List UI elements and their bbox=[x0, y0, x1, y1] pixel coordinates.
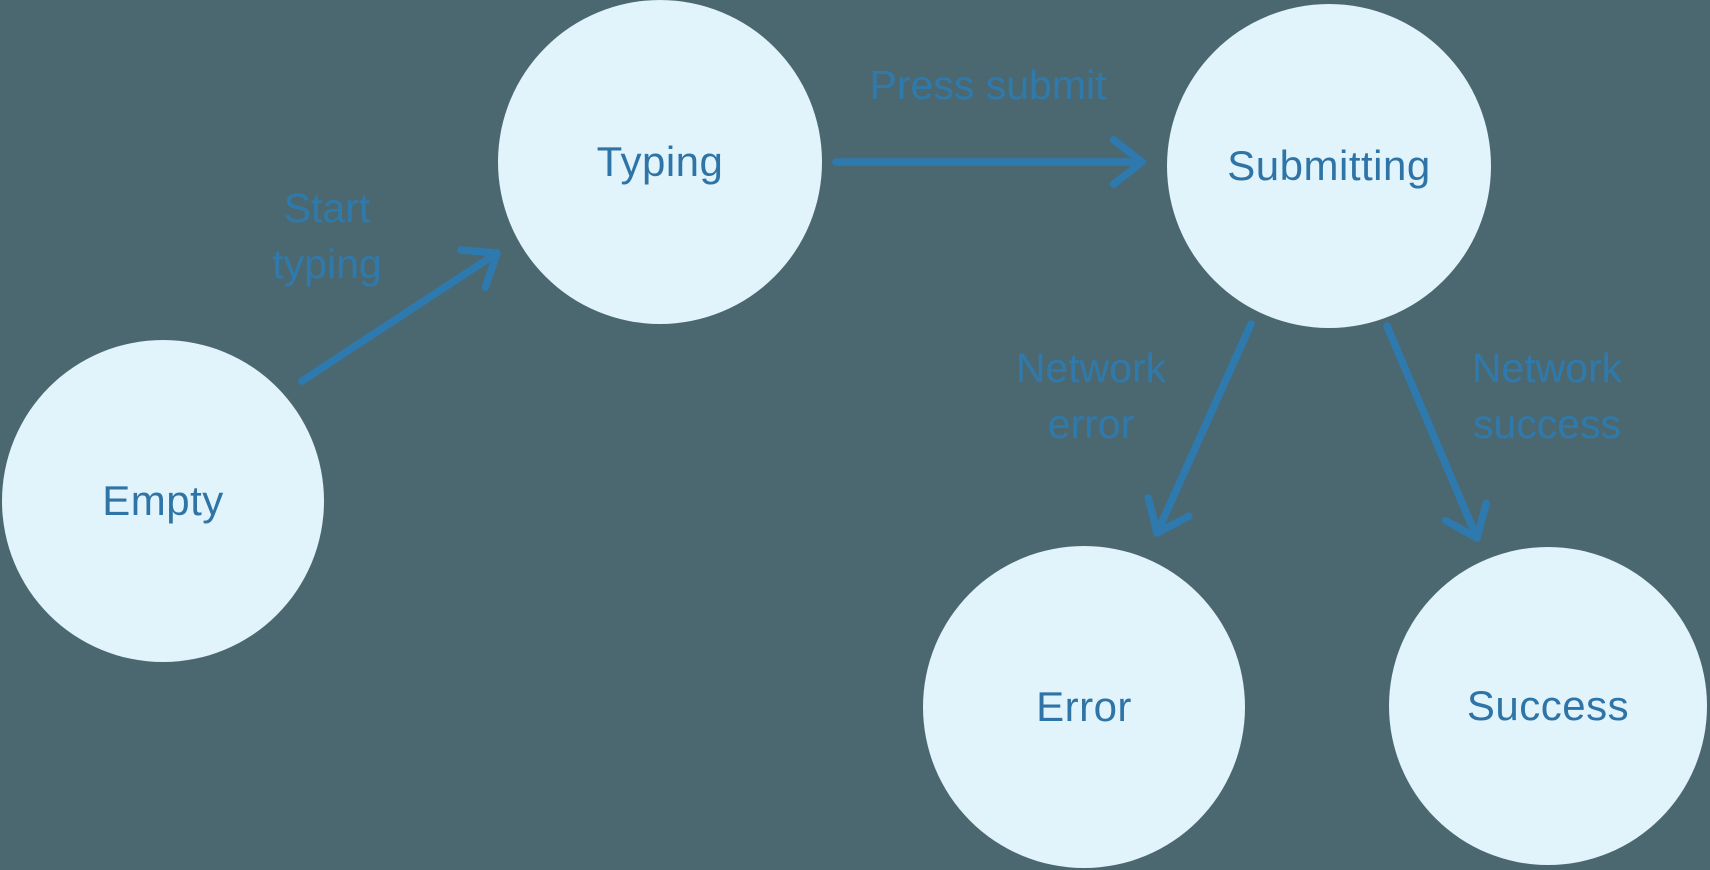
transition-arrow-network-success bbox=[1383, 322, 1491, 542]
arrow-shaft bbox=[1383, 322, 1481, 542]
state-node-success: Success bbox=[1389, 547, 1707, 865]
transition-label-start-typing: Start typing bbox=[272, 180, 381, 292]
state-node-label: Success bbox=[1466, 682, 1630, 729]
state-node-empty: Empty bbox=[2, 340, 324, 662]
state-node-label: Submitting bbox=[1227, 142, 1431, 189]
transition-label-press-submit: Press submit bbox=[870, 57, 1107, 113]
arrowhead-icon bbox=[1109, 136, 1146, 188]
transition-label-line: Start bbox=[283, 185, 371, 231]
transition-arrow-network-error bbox=[1144, 320, 1255, 537]
transition-label-line: Network bbox=[1471, 345, 1623, 391]
state-node-label: Error bbox=[1036, 683, 1132, 730]
transition-label-line: Network bbox=[1015, 345, 1167, 391]
arrowhead-icon bbox=[457, 246, 501, 291]
transition-label-line: typing bbox=[272, 241, 382, 287]
transition-label-line: error bbox=[1047, 401, 1135, 447]
state-node-submitting: Submitting bbox=[1167, 4, 1491, 328]
arrowhead-icon bbox=[1144, 494, 1193, 537]
transition-arrow-start-typing bbox=[298, 246, 501, 385]
transition-label-network-error: Network error bbox=[1016, 340, 1166, 452]
state-node-typing: Typing bbox=[498, 0, 822, 324]
state-node-label: Typing bbox=[596, 138, 724, 185]
arrow-shaft bbox=[298, 249, 501, 385]
state-node-error: Error bbox=[923, 546, 1245, 868]
transition-label-line: success bbox=[1472, 401, 1622, 447]
state-node-label: Empty bbox=[102, 477, 224, 524]
transition-label-network-success: Network success bbox=[1472, 340, 1622, 452]
arrow-shaft bbox=[1153, 320, 1255, 537]
transition-arrow-press-submit bbox=[832, 136, 1146, 188]
arrowhead-icon bbox=[1441, 499, 1491, 542]
transition-label-line: Press submit bbox=[869, 62, 1107, 108]
